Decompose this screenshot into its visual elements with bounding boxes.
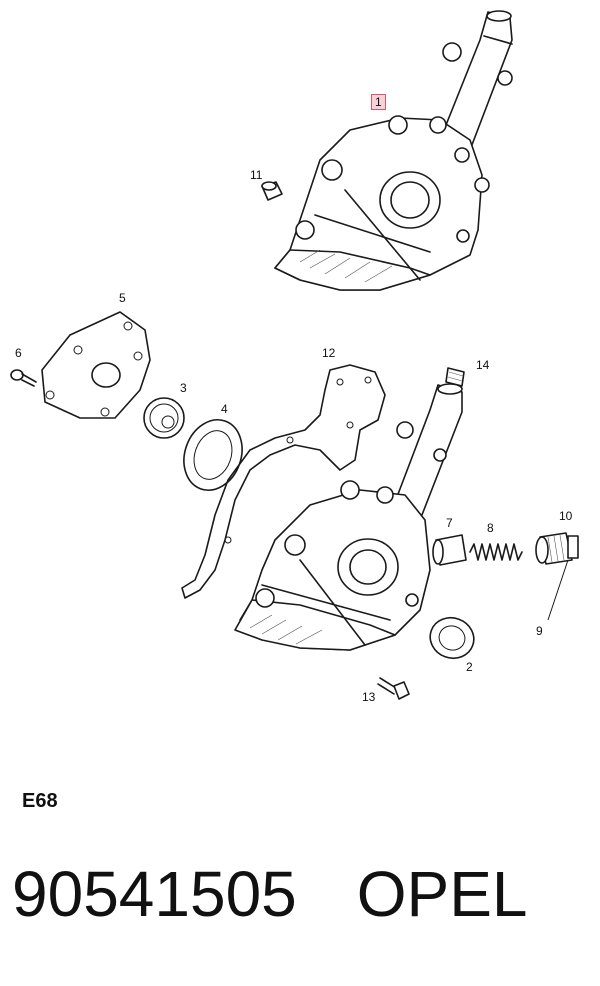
part-13-screw[interactable]: [377, 677, 410, 700]
leader-line-9: [547, 559, 569, 621]
callout-8[interactable]: 8: [487, 521, 494, 535]
callout-6[interactable]: 6: [15, 346, 22, 360]
part-14-plug[interactable]: [445, 367, 465, 387]
exploded-parts-diagram: [10, 10, 579, 700]
part-8-spring[interactable]: [469, 543, 523, 561]
part-2-seal-ring[interactable]: [424, 612, 479, 665]
lower-pump-housing: [234, 383, 463, 651]
part-4-outer-rotor[interactable]: [174, 412, 251, 499]
callout-11[interactable]: 11: [250, 168, 263, 182]
part-3-inner-gear[interactable]: [143, 397, 185, 439]
callout-1[interactable]: 1: [371, 94, 386, 110]
callout-9[interactable]: 9: [536, 624, 543, 638]
callout-7[interactable]: 7: [446, 516, 453, 530]
part-number: 90541505: [12, 858, 297, 930]
callout-4[interactable]: 4: [221, 402, 228, 416]
part-11-bush[interactable]: [261, 181, 283, 201]
part-6-screw[interactable]: [10, 369, 37, 387]
callout-5[interactable]: 5: [119, 291, 126, 305]
brand-name: OPEL: [356, 858, 528, 930]
callout-10[interactable]: 10: [559, 509, 573, 523]
callout-14[interactable]: 14: [476, 358, 490, 372]
callout-3[interactable]: 3: [180, 381, 187, 395]
diagram-code: E68: [22, 790, 58, 812]
part-10-threaded-plug[interactable]: [535, 532, 579, 565]
part-5-cover-plate[interactable]: [41, 311, 151, 419]
callout-12[interactable]: 12: [322, 346, 336, 360]
part-12-gasket[interactable]: [181, 364, 386, 599]
part-7-piston[interactable]: [432, 534, 467, 566]
callout-2[interactable]: 2: [466, 660, 473, 674]
callout-13[interactable]: 13: [362, 690, 376, 704]
part-1-oil-pump-housing-top[interactable]: [274, 10, 513, 291]
